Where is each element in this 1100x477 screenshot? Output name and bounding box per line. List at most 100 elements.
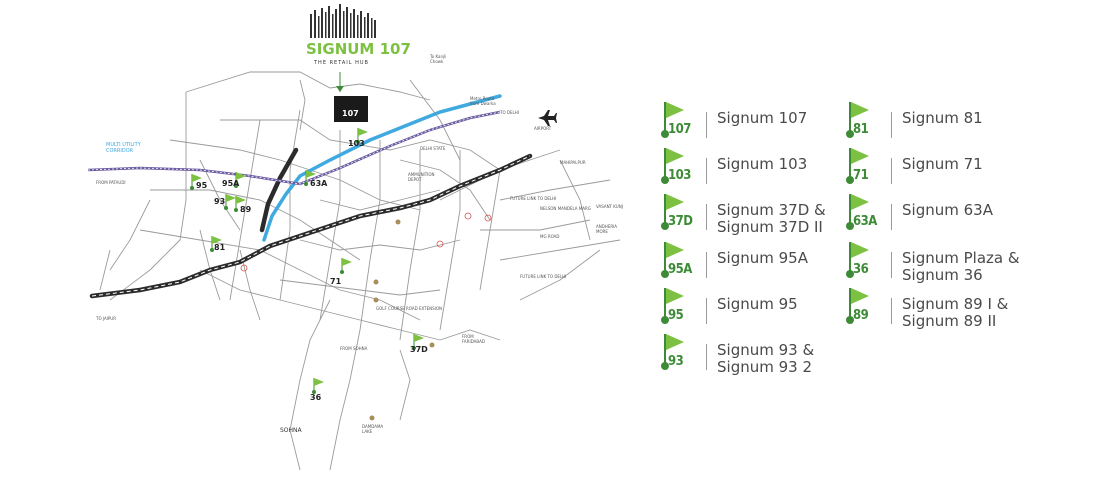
label-from-pataudi: FROM PATAUDI — [96, 180, 126, 185]
flag-icon: 89 — [845, 286, 881, 332]
location-map: SIGNUM 107 THE RETAIL HUB — [87, 4, 623, 471]
site-flag-95: 95 — [190, 174, 208, 190]
site-code: 63A — [310, 179, 328, 188]
legend-divider — [706, 204, 707, 230]
legend-label: Signum 95A — [717, 249, 808, 267]
site-code: 95A — [222, 179, 240, 188]
label-nh8: TO JAIPUR — [95, 316, 116, 321]
multi-utility-corridor — [87, 110, 501, 186]
label-to-delhi: TO DELHI — [499, 110, 519, 115]
site-flag-71: 71 — [330, 258, 352, 286]
flag-icon: 37D — [660, 192, 696, 238]
logo-name: SIGNUM 107 — [306, 40, 411, 58]
site-code: 95 — [196, 181, 208, 190]
skyline-icon — [310, 4, 376, 38]
label-golf-course: GOLF COURSE ROAD EXTENSION — [376, 306, 442, 311]
legend-code: 36 — [853, 262, 869, 277]
site-flag-37D: 37D — [410, 334, 428, 354]
label-sohna: SOHNA — [280, 427, 303, 434]
site-flag-95A: 95A — [222, 172, 246, 188]
flag-icon: 95A — [660, 240, 696, 286]
flag-icon: 107 — [660, 100, 696, 146]
legend-divider — [706, 158, 707, 184]
legend-label: Signum 37D & Signum 37D II — [717, 201, 826, 236]
legend-item: 36 Signum Plaza & Signum 36 — [845, 240, 1042, 286]
site-code: 93 — [214, 197, 225, 206]
legend-divider — [706, 252, 707, 278]
site-flag-103: 103 — [348, 128, 368, 148]
flag-icon: 93 — [660, 332, 696, 378]
legend-label: Signum 81 — [902, 109, 983, 127]
legend-divider — [706, 344, 707, 370]
flag-icon: 95 — [660, 286, 696, 332]
legend-label: Signum 103 — [717, 155, 808, 173]
legend-divider — [706, 298, 707, 324]
legend-code: 107 — [668, 122, 691, 137]
road-network — [99, 71, 621, 471]
label-mahipalpur: MAHIPALPUR — [560, 160, 586, 165]
flag-icon: 63A — [845, 192, 881, 238]
site-markers: 103 95 95A 93 89 81 71 37D 36 63A — [190, 128, 428, 402]
logo-tagline: THE RETAIL HUB — [313, 60, 369, 66]
legend-label: Signum 95 — [717, 295, 798, 313]
legend-item: 71 Signum 71 — [845, 146, 1042, 192]
legend-code: 95A — [668, 262, 692, 277]
site-code: 71 — [330, 277, 342, 286]
metro-line — [262, 94, 502, 242]
airport-icon — [538, 110, 557, 126]
legend-code: 95 — [668, 308, 684, 323]
legend-label: Signum 71 — [902, 155, 983, 173]
label-from-sohna: FROM SOHNA — [340, 346, 368, 351]
legend: 107 Signum 107 103 Signum 103 37D Signum 37D … — [660, 100, 1090, 380]
label-airport: AIRPORT — [534, 126, 552, 131]
legend-label: Signum 107 — [717, 109, 808, 127]
legend-code: 37D — [668, 214, 693, 229]
legend-divider — [891, 252, 892, 278]
legend-item: 95 Signum 95 — [660, 286, 857, 332]
site-flag-93: 93 — [214, 194, 236, 210]
legend-label: Signum 93 & Signum 93 2 — [717, 341, 815, 376]
legend-code: 89 — [853, 308, 869, 323]
label-vasant-kunj: VASANT KUNJ — [596, 204, 623, 209]
legend-code: 71 — [853, 168, 869, 183]
flag-icon: 36 — [845, 240, 881, 286]
legend-divider — [891, 112, 892, 138]
label-delhi-state: DELHI STATE — [420, 146, 446, 151]
flag-icon: 103 — [660, 146, 696, 192]
label-future-link: FUTURE LINK TO DELHI — [510, 196, 556, 201]
legend-label: Signum 63A — [902, 201, 993, 219]
legend-code: 81 — [853, 122, 869, 137]
flag-icon: 81 — [845, 100, 881, 146]
site-107-plot — [334, 96, 368, 122]
legend-divider — [706, 112, 707, 138]
legend-item: 103 Signum 103 — [660, 146, 857, 192]
label-mg-road: MG ROAD — [540, 234, 560, 239]
site-code: 81 — [214, 243, 226, 252]
legend-label: Signum 89 I & Signum 89 II — [902, 295, 1009, 330]
signum-logo: SIGNUM 107 THE RETAIL HUB — [306, 4, 411, 66]
legend-code: 63A — [853, 214, 877, 229]
legend-label: Signum Plaza & Signum 36 — [902, 249, 1020, 284]
legend-item: 81 Signum 81 — [845, 100, 1042, 146]
site-flag-81: 81 — [210, 236, 226, 252]
legend-code: 103 — [668, 168, 691, 183]
legend-divider — [891, 298, 892, 324]
legend-item: 89 Signum 89 I & Signum 89 II — [845, 286, 1042, 332]
site-flag-36: 36 — [310, 378, 324, 402]
legend-item: 95A Signum 95A — [660, 240, 857, 286]
site-flag-89: 89 — [234, 196, 252, 214]
site-code: 36 — [310, 393, 322, 402]
site-flag-63A: 63A — [304, 170, 328, 188]
legend-item: 37D Signum 37D & Signum 37D II — [660, 192, 857, 238]
label-nelson-mandela: NELSON MANDELA MARG — [540, 206, 591, 211]
legend-item: 63A Signum 63A — [845, 192, 1042, 238]
site-code: 103 — [348, 139, 365, 148]
site-107-code: 107 — [342, 109, 359, 118]
